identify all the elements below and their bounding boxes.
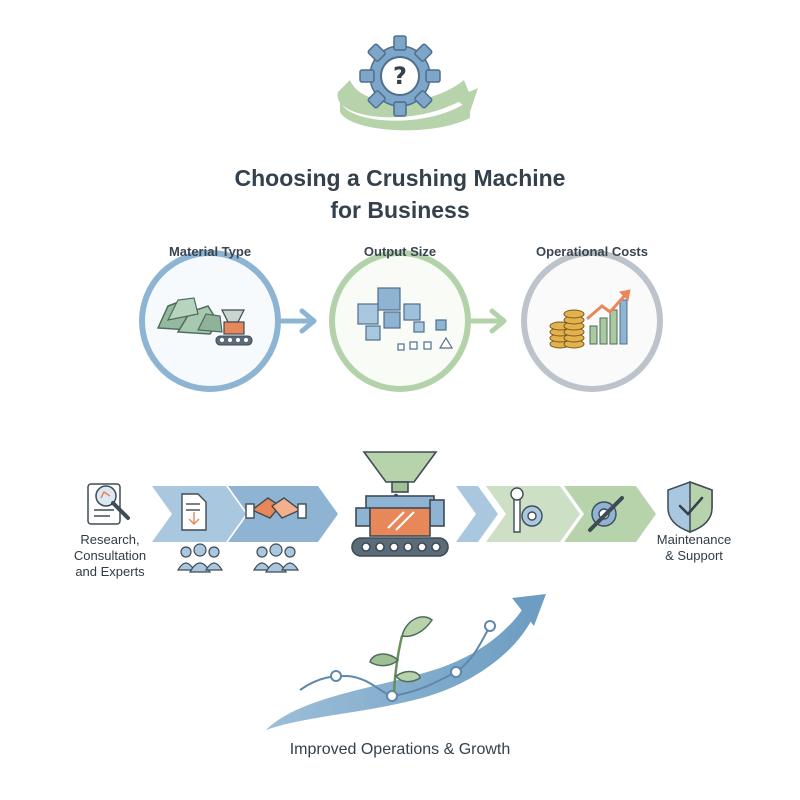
criteria-label-operational-costs: Operational Costs [536,244,648,259]
title-line-2: for Business [330,197,470,223]
people-group-icon [176,543,224,573]
people-group-icon [252,543,300,573]
growth-arrow-icon [266,594,546,730]
cubes-icon [357,287,454,351]
wrench-gear-icon [510,487,543,533]
operational-costs-circle [521,250,663,392]
criteria-label-material-type: Material Type [168,244,252,259]
handshake-icon [245,497,307,519]
maintenance-label-line-1: Maintenance [656,532,732,547]
growth-line [299,620,496,702]
maintenance-label: Maintenance & Support [646,532,742,564]
criteria-label-output-size: Output Size [363,244,437,259]
gear-wrench-tools-icon [588,496,624,532]
arrow-right-icon [279,308,317,334]
research-document-icon [87,483,130,525]
svg-text:?: ? [393,62,407,90]
research-label-line-3: and Experts [75,564,145,579]
footer-caption: Improved Operations & Growth [289,741,511,758]
page-title: Choosing a Crushing Machine for Business [0,162,800,226]
sprout-icon [369,616,434,693]
crushing-machine-icon [351,451,449,557]
research-label-line-2: Consultation [73,548,147,563]
rock-pile-crusher-icon [156,297,253,346]
shield-check-icon [667,480,713,534]
gear-question-icon: ? [337,35,478,131]
maintenance-label-line-2: & Support [665,548,723,563]
title-line-1: Choosing a Crushing Machine [234,165,566,191]
document-download-icon [181,493,207,531]
research-label-line-1: Research, [80,532,140,547]
research-label: Research, Consultation and Experts [62,532,158,580]
coins-growth-chart-icon [549,289,631,349]
arrow-right-icon [469,308,507,334]
